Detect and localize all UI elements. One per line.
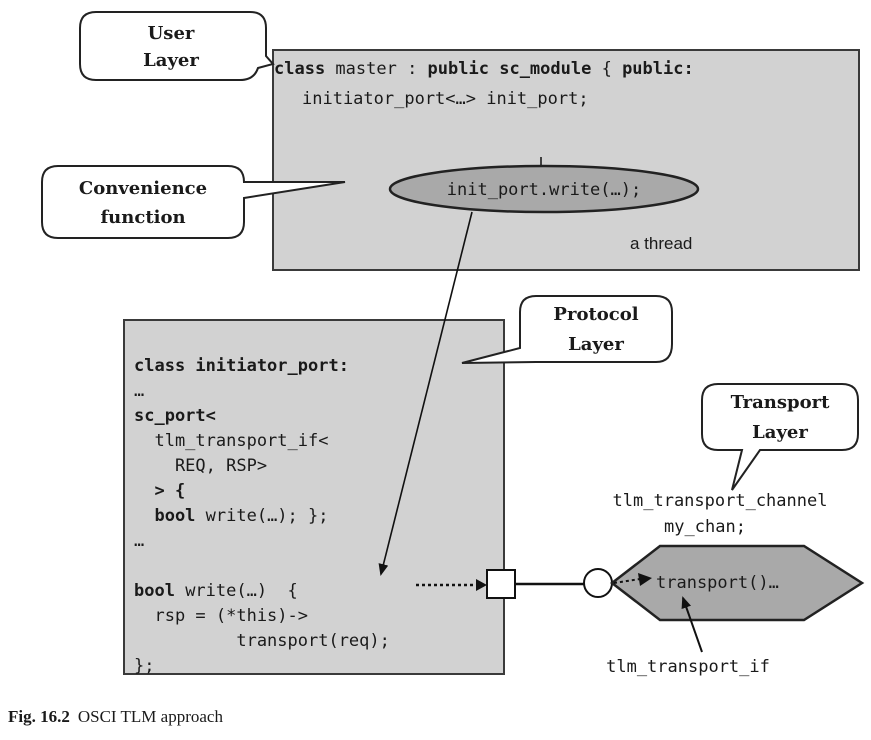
code-token: transport(req); xyxy=(134,631,390,651)
code-token: master : xyxy=(325,59,427,79)
code-token: public: xyxy=(622,59,694,79)
port-code-line: > { xyxy=(134,481,185,501)
code-token: REQ, RSP> xyxy=(134,456,267,476)
figure-title: OSCI TLM approach xyxy=(77,707,223,726)
initiator-port-code: class initiator_port: … sc_port< tlm_trans… xyxy=(134,356,390,676)
code-token: bool xyxy=(134,506,195,526)
port-code-line: sc_port< xyxy=(134,406,216,426)
transport-layer-line1: Transport xyxy=(731,392,831,413)
transport-layer-line2: Layer xyxy=(752,422,808,443)
transport-method: transport()… xyxy=(656,573,779,593)
port-code-line: bool write(…) { xyxy=(134,581,298,601)
code-token: public xyxy=(428,59,489,79)
code-token: write(…) { xyxy=(175,581,298,601)
channel-name-line2: my_chan; xyxy=(664,517,746,537)
code-token: sc_port< xyxy=(134,406,216,426)
dotted-interface-arrow xyxy=(613,578,641,584)
code-token: tlm_transport_if< xyxy=(134,431,328,451)
code-token: sc_module xyxy=(499,59,591,79)
figure-number: Fig. 16.2 xyxy=(8,707,70,726)
interface-pointer-arrow xyxy=(681,596,703,653)
master-module-box xyxy=(272,49,860,271)
code-token: > { xyxy=(134,481,185,501)
code-token: { xyxy=(591,59,622,79)
port-square xyxy=(486,569,516,599)
interface-circle xyxy=(583,568,613,598)
user-layer-line2: Layer xyxy=(143,50,199,71)
code-token: bool xyxy=(134,581,175,601)
transport-channel-hexagon xyxy=(609,544,865,622)
port-code-line: bool write(…); }; xyxy=(134,506,328,526)
code-token: }; xyxy=(134,656,154,676)
interface-label: tlm_transport_if xyxy=(606,657,770,677)
protocol-layer-callout: Protocol Layer xyxy=(461,295,673,364)
dotted-interface-arrowhead xyxy=(638,573,652,586)
port-code-line: … xyxy=(134,531,144,551)
port-code-line: }; xyxy=(134,656,154,676)
protocol-layer-line2: Layer xyxy=(568,334,624,355)
protocol-layer-line1: Protocol xyxy=(553,304,638,325)
user-layer-line1: User xyxy=(148,23,195,44)
user-layer-callout: User Layer xyxy=(79,11,275,81)
code-token: rsp = (*this)-> xyxy=(134,606,308,626)
figure-caption: Fig. 16.2 OSCI TLM approach xyxy=(8,707,223,727)
diagram-canvas: class master : public sc_module { public… xyxy=(41,11,865,677)
channel-name-line1: tlm_transport_channel xyxy=(613,491,828,511)
dotted-connector-arrowhead xyxy=(476,579,487,591)
thread-label: a thread xyxy=(630,234,692,253)
port-code-line: rsp = (*this)-> xyxy=(134,606,308,626)
code-token: class xyxy=(274,59,325,79)
port-code-line: class initiator_port: xyxy=(134,356,349,376)
code-token xyxy=(489,59,499,79)
init-port-write-call: init_port.write(…); xyxy=(447,180,641,200)
code-token: … xyxy=(134,381,144,401)
master-class-declaration: class master : public sc_module { public… xyxy=(274,59,694,79)
convenience-line2: function xyxy=(100,207,185,228)
thread-call-ellipse xyxy=(388,164,700,214)
transport-layer-callout: Transport Layer xyxy=(701,383,859,491)
port-code-line: REQ, RSP> xyxy=(134,456,267,476)
initiator-port-box xyxy=(123,319,505,675)
port-code-line: … xyxy=(134,381,144,401)
call-flow-arrow xyxy=(378,211,473,576)
code-token: class initiator_port: xyxy=(134,356,349,376)
convenience-function-callout: Convenience function xyxy=(41,165,346,239)
port-code-line: tlm_transport_if< xyxy=(134,431,328,451)
code-token: write(…); }; xyxy=(195,506,328,526)
port-code-line: transport(req); xyxy=(134,631,390,651)
convenience-line1: Convenience xyxy=(79,178,207,199)
master-port-declaration: initiator_port<…> init_port; xyxy=(302,89,589,109)
code-token: … xyxy=(134,531,144,551)
